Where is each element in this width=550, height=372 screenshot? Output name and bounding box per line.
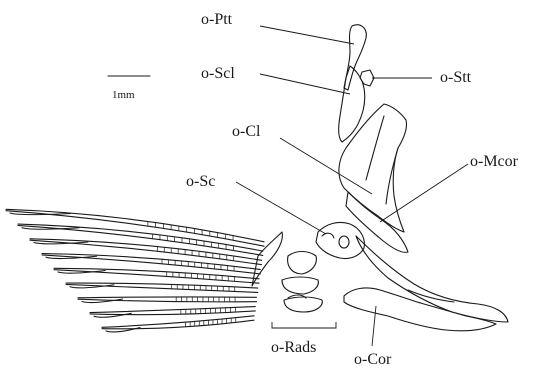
label-scl: o-Scl — [201, 65, 235, 82]
label-rads: o-Rads — [271, 339, 316, 356]
radial-3 — [284, 297, 322, 312]
label-ptt: o-Ptt — [201, 11, 233, 28]
leader-cl — [280, 138, 372, 194]
scale-bar-label: 1mm — [112, 89, 135, 101]
supratemporal-bone — [360, 70, 374, 86]
fin-rays — [6, 209, 264, 332]
label-cl: o-Cl — [232, 123, 261, 140]
fin-ray-branch — [106, 328, 140, 332]
cleithrum-ridge — [366, 116, 384, 180]
coracoid-lower-edge — [408, 290, 454, 302]
scapular-foramen — [339, 236, 349, 248]
leader-ptt — [260, 26, 354, 44]
posttemporal-bone — [344, 25, 366, 90]
pectoral-fin — [6, 209, 282, 332]
radial-2 — [282, 277, 318, 294]
mesocoracoid-bone — [346, 192, 408, 252]
coracoid-posterior-body — [356, 236, 508, 322]
rads-bracket — [272, 322, 336, 328]
scapula-process — [322, 233, 334, 238]
labels: o-Ptt o-Scl o-Stt o-Cl o-Mcor o-Sc o-Rad… — [186, 11, 519, 368]
label-stt: o-Stt — [440, 69, 472, 86]
leader-sc — [236, 182, 326, 234]
scapula-bone — [316, 222, 364, 258]
label-sc: o-Sc — [186, 173, 215, 190]
label-mcor: o-Mcor — [470, 153, 519, 170]
scale-bar: 1mm — [108, 76, 150, 101]
radial-1 — [288, 252, 317, 275]
fin-ray-edge — [18, 225, 263, 255]
leader-scl — [260, 74, 350, 94]
label-cor: o-Cor — [354, 351, 392, 368]
